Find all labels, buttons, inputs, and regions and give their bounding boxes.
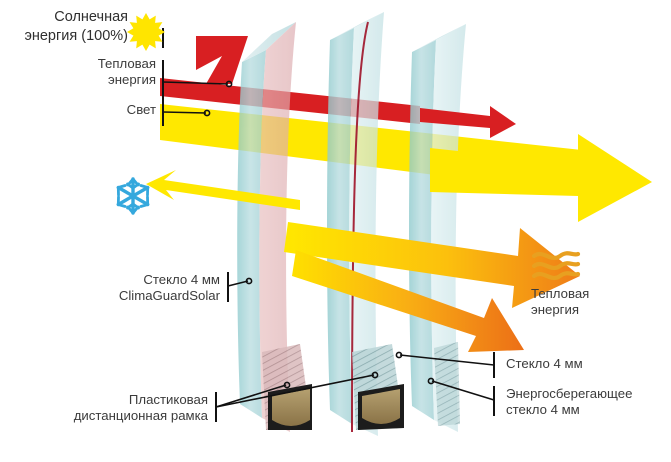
reradiated-heat-arrow-upper xyxy=(284,222,580,308)
low-e-coating-line xyxy=(351,21,369,433)
leader-lines xyxy=(162,28,495,422)
label-plastic-spacer: Пластиковая дистанционная рамка xyxy=(73,392,208,423)
sun-icon xyxy=(127,13,165,51)
label-solar-energy: Солнечная энергия (100%) xyxy=(24,9,128,44)
reradiated-heat-arrow-lower xyxy=(292,250,524,352)
pane-1-climaguard-solar xyxy=(237,22,296,432)
label-glass-climaguard: Стекло 4 мм ClimaGuardSolar xyxy=(118,272,220,303)
transmitted-thermal-arrow xyxy=(420,106,516,138)
label-light: Свет xyxy=(126,102,156,117)
label-glass-low-emissivity: Энергосберегающее стекло 4 мм xyxy=(506,386,633,417)
transmitted-light-arrow xyxy=(430,134,652,222)
snowflake-icon xyxy=(116,177,150,215)
spacer-frame-2 xyxy=(352,344,404,430)
label-glass-plain: Стекло 4 мм xyxy=(506,356,583,371)
spacer-frame-3 xyxy=(434,342,460,426)
heat-waves-icon xyxy=(531,251,581,281)
reflected-light-arrow xyxy=(146,170,300,210)
pane-3-low-emissivity-glass xyxy=(409,24,466,432)
label-thermal-energy-out: Тепловая энергия xyxy=(531,286,590,317)
label-thermal-energy-in: Тепловая энергия xyxy=(97,56,156,87)
